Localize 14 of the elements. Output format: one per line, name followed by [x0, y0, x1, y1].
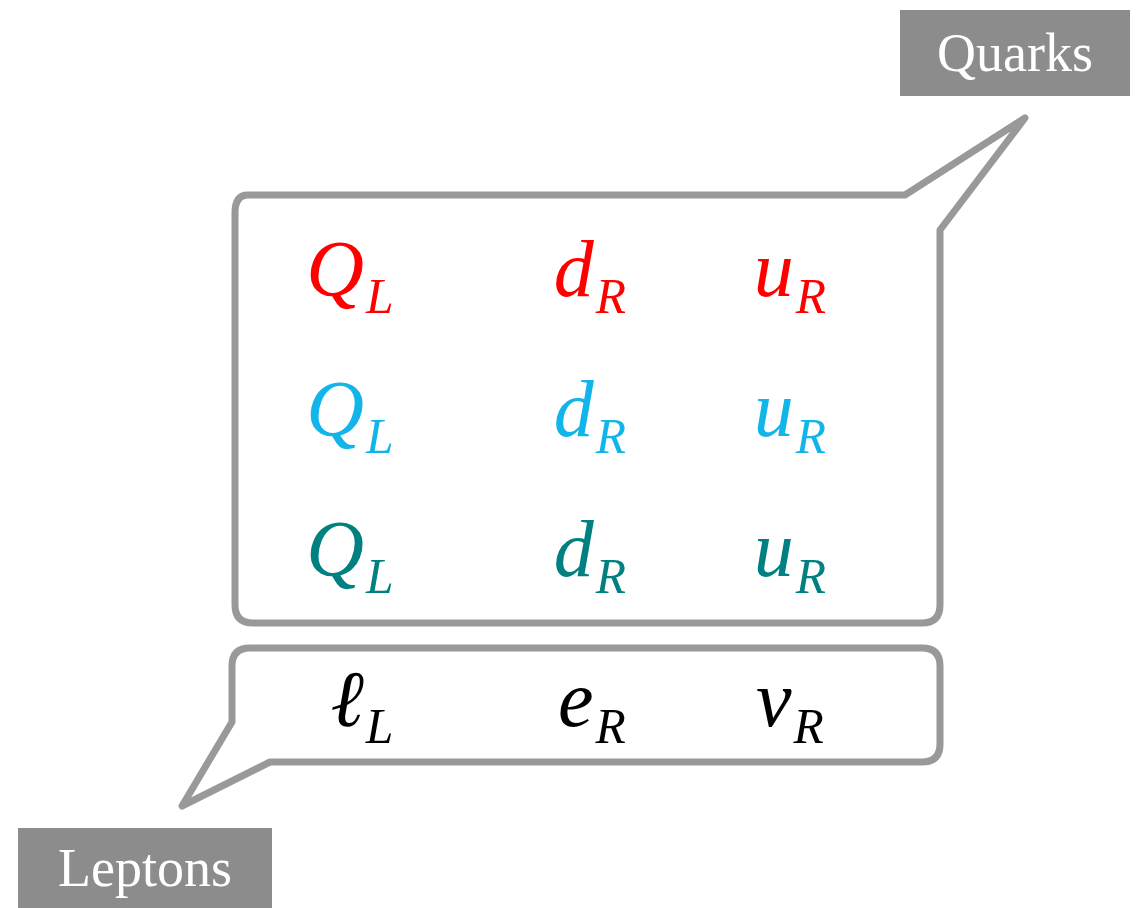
- math-symbol: Q$_{L}$: [306, 228, 394, 322]
- math-symbol: d$_{R}$: [553, 508, 627, 602]
- math-symbol: ν$_{R}$: [756, 658, 824, 752]
- math-symbol: u$_{R}$: [753, 228, 827, 322]
- math-symbol: u$_{R}$: [753, 508, 827, 602]
- math-symbol: d$_{R}$: [553, 368, 627, 462]
- math-symbol: u$_{R}$: [753, 368, 827, 462]
- math-symbol: Q$_{L}$: [306, 508, 394, 602]
- math-symbol: Q$_{L}$: [306, 368, 394, 462]
- math-symbol: d$_{R}$: [553, 228, 627, 322]
- math-symbol: e$_{R}$: [558, 658, 626, 752]
- label-box: Leptons: [18, 828, 272, 908]
- label-box: Quarks: [900, 10, 1130, 96]
- math-symbol: ℓ$_{L}$: [330, 658, 394, 752]
